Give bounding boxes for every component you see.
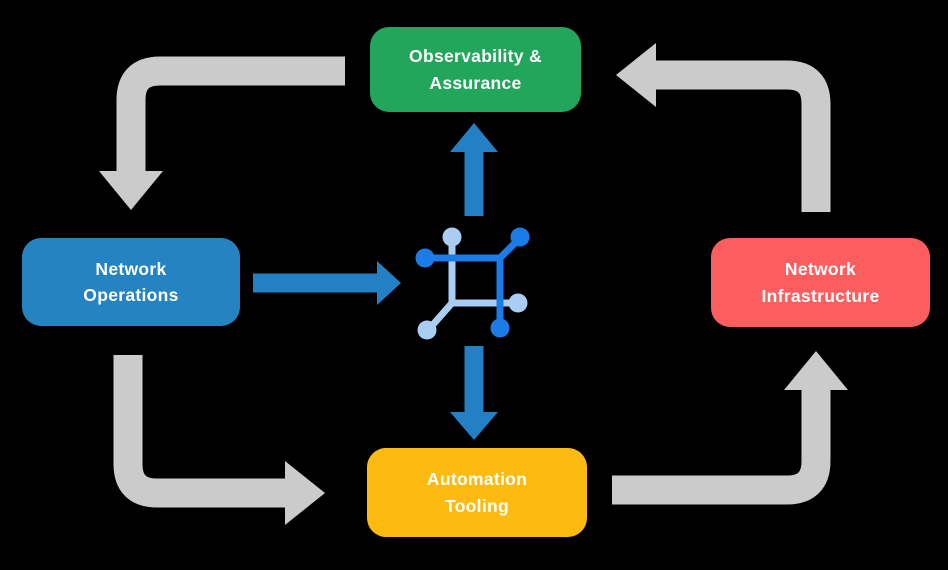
node-network-operations: Network Operations <box>22 238 240 326</box>
node-label-line: Assurance <box>429 72 522 93</box>
node-label-line: Automation <box>426 469 528 490</box>
flow-arrow-operations-to-center <box>253 261 401 305</box>
node-observability-assurance: Observability & Assurance <box>370 27 581 112</box>
flow-arrow-center-to-automation <box>450 346 498 440</box>
cycle-arrow-observability-to-operations <box>99 56 345 210</box>
node-automation-tooling: Automation Tooling <box>367 448 587 537</box>
node-network-infrastructure: Network Infrastructure <box>711 238 930 327</box>
node-label-line: Operations <box>83 285 179 305</box>
node-label-line: Observability & <box>409 46 542 67</box>
node-label-line: Tooling <box>445 495 509 516</box>
node-label-line: Infrastructure <box>761 285 880 306</box>
cycle-arrow-operations-to-automation <box>113 355 325 525</box>
network-mesh-icon <box>415 227 530 340</box>
cycle-arrow-infrastructure-to-observability <box>616 43 831 212</box>
cycle-arrow-automation-to-infrastructure <box>612 351 848 505</box>
flow-arrow-center-to-observability <box>450 123 498 216</box>
node-label-line: Network <box>95 258 167 279</box>
node-label-line: Network <box>784 259 857 280</box>
